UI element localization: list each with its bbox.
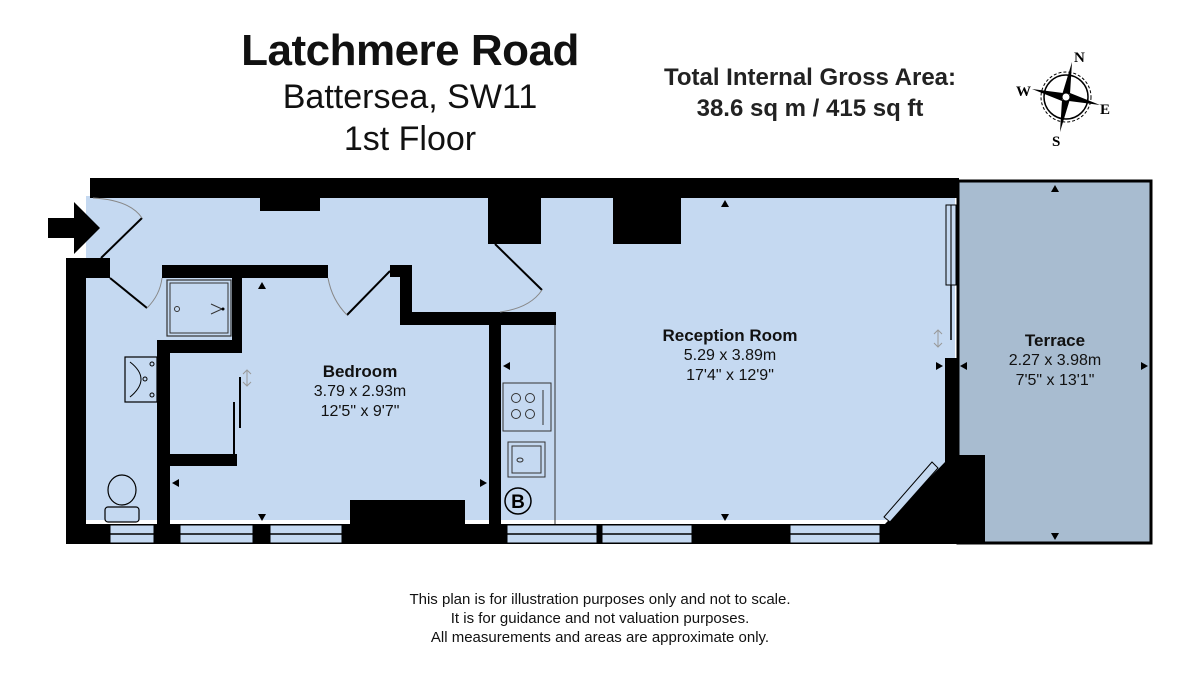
gross-area-block: Total Internal Gross Area: 38.6 sq m / 4… xyxy=(600,62,1020,124)
property-location: Battersea, SW11 xyxy=(282,78,538,116)
room-label-bedroom: Bedroom 3.79 x 2.93m 12'5" x 9'7" xyxy=(260,362,460,422)
room-name: Bedroom xyxy=(322,362,398,381)
hob-icon xyxy=(502,382,552,432)
room-metric: 5.29 x 3.89m xyxy=(683,347,777,364)
terrace-floor xyxy=(958,182,1151,543)
room-name: Terrace xyxy=(1024,331,1086,350)
gross-area-value: 38.6 sq m / 415 sq ft xyxy=(696,95,924,122)
compass-east: E xyxy=(1100,102,1110,118)
room-name: Reception Room xyxy=(662,326,798,345)
dimension-markers xyxy=(172,185,1148,540)
disclaimer-line: It is for guidance and not valuation pur… xyxy=(450,610,750,627)
compass-south: S xyxy=(1052,134,1060,150)
disclaimer-line: This plan is for illustration purposes o… xyxy=(409,591,791,608)
room-imperial: 12'5" x 9'7" xyxy=(320,403,400,420)
basin-icon xyxy=(124,356,158,403)
boiler-icon: B xyxy=(504,487,532,515)
doors xyxy=(100,217,543,316)
room-metric: 2.27 x 3.98m xyxy=(1008,352,1102,369)
compass-west: W xyxy=(1016,84,1031,100)
shower-icon xyxy=(166,279,232,337)
sink-icon xyxy=(507,441,546,478)
floor-label: 1st Floor xyxy=(343,120,477,158)
disclaimer-line: All measurements and areas are approxima… xyxy=(430,629,770,646)
gross-area-label: Total Internal Gross Area: xyxy=(663,64,957,91)
compass-north: N xyxy=(1074,50,1085,66)
boiler-label: B xyxy=(511,492,525,513)
room-metric: 3.79 x 2.93m xyxy=(313,383,407,400)
toilet-icon xyxy=(104,474,140,523)
compass-rose-icon: N E S W xyxy=(1016,50,1110,150)
room-imperial: 17'4" x 12'9" xyxy=(686,367,774,384)
disclaimer: This plan is for illustration purposes o… xyxy=(300,590,900,647)
room-label-reception: Reception Room 5.29 x 3.89m 17'4" x 12'9… xyxy=(615,326,845,386)
room-label-terrace: Terrace 2.27 x 3.98m 7'5" x 13'1" xyxy=(975,331,1135,391)
room-imperial: 7'5" x 13'1" xyxy=(1015,372,1095,389)
entrance-arrow-icon xyxy=(48,202,100,254)
property-title: Latchmere Road xyxy=(241,26,579,75)
title-block: Latchmere Road Battersea, SW11 1st Floor xyxy=(160,26,660,160)
